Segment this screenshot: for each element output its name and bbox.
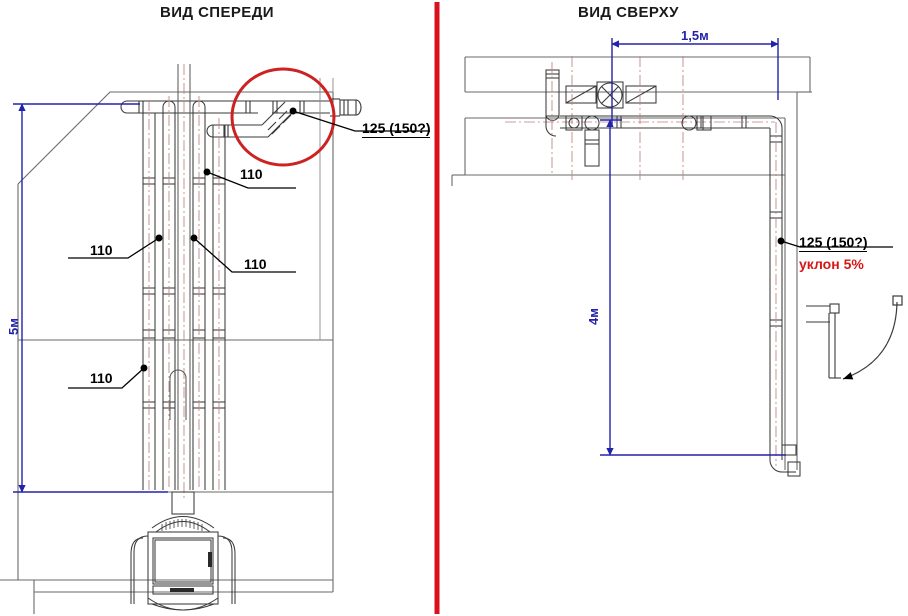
front-view-wall-outlet-fitting (330, 98, 362, 117)
top-view-bottom-ledge (806, 303, 841, 379)
top-view-header-fittings (545, 69, 657, 121)
front-view-callout-110-lower-left: 110 (90, 370, 113, 386)
front-view-building-outline (0, 91, 334, 614)
top-view-building-outline (451, 56, 812, 470)
top-view-dimension-label-1-5m: 1,5м (681, 28, 709, 43)
front-view-group (0, 64, 430, 614)
top-view-dimension-1-5m (611, 38, 779, 126)
front-view-dimension-label-5m: 5м (6, 318, 21, 335)
top-view-dimension-label-4m: 4м (586, 308, 601, 325)
top-view-title: ВИД СВЕРХУ (578, 4, 679, 21)
top-view-callout-125: 125 (150?) (799, 234, 868, 252)
front-view-callout-110-mid-left: 110 (90, 242, 113, 258)
front-view-leader-lines (68, 107, 430, 389)
front-view-callout-110-mid-right: 110 (244, 256, 267, 272)
top-view-main-run (560, 115, 801, 477)
front-view-central-flue (169, 64, 191, 490)
top-view-curved-leader-arrow (842, 295, 903, 380)
top-view-mid-fittings (545, 115, 712, 167)
front-view-centerlines (148, 64, 220, 500)
front-view-stove-unit (130, 491, 236, 611)
front-view-callout-125: 125 (150?) (362, 120, 431, 138)
top-view-dimension-4m (600, 119, 786, 456)
front-view-detail-highlight-circle (230, 67, 336, 167)
front-view-callout-110-upper-right: 110 (240, 166, 263, 182)
top-view-centerlines (505, 56, 777, 466)
front-view-dimension-5m (13, 103, 168, 493)
top-view-callout-slope: уклон 5% (799, 256, 864, 272)
front-view-title: ВИД СПЕРЕДИ (160, 4, 274, 21)
front-view-vertical-guide-lines (319, 78, 334, 340)
top-view-group (451, 38, 903, 477)
top-view-leader-lines (777, 237, 893, 248)
